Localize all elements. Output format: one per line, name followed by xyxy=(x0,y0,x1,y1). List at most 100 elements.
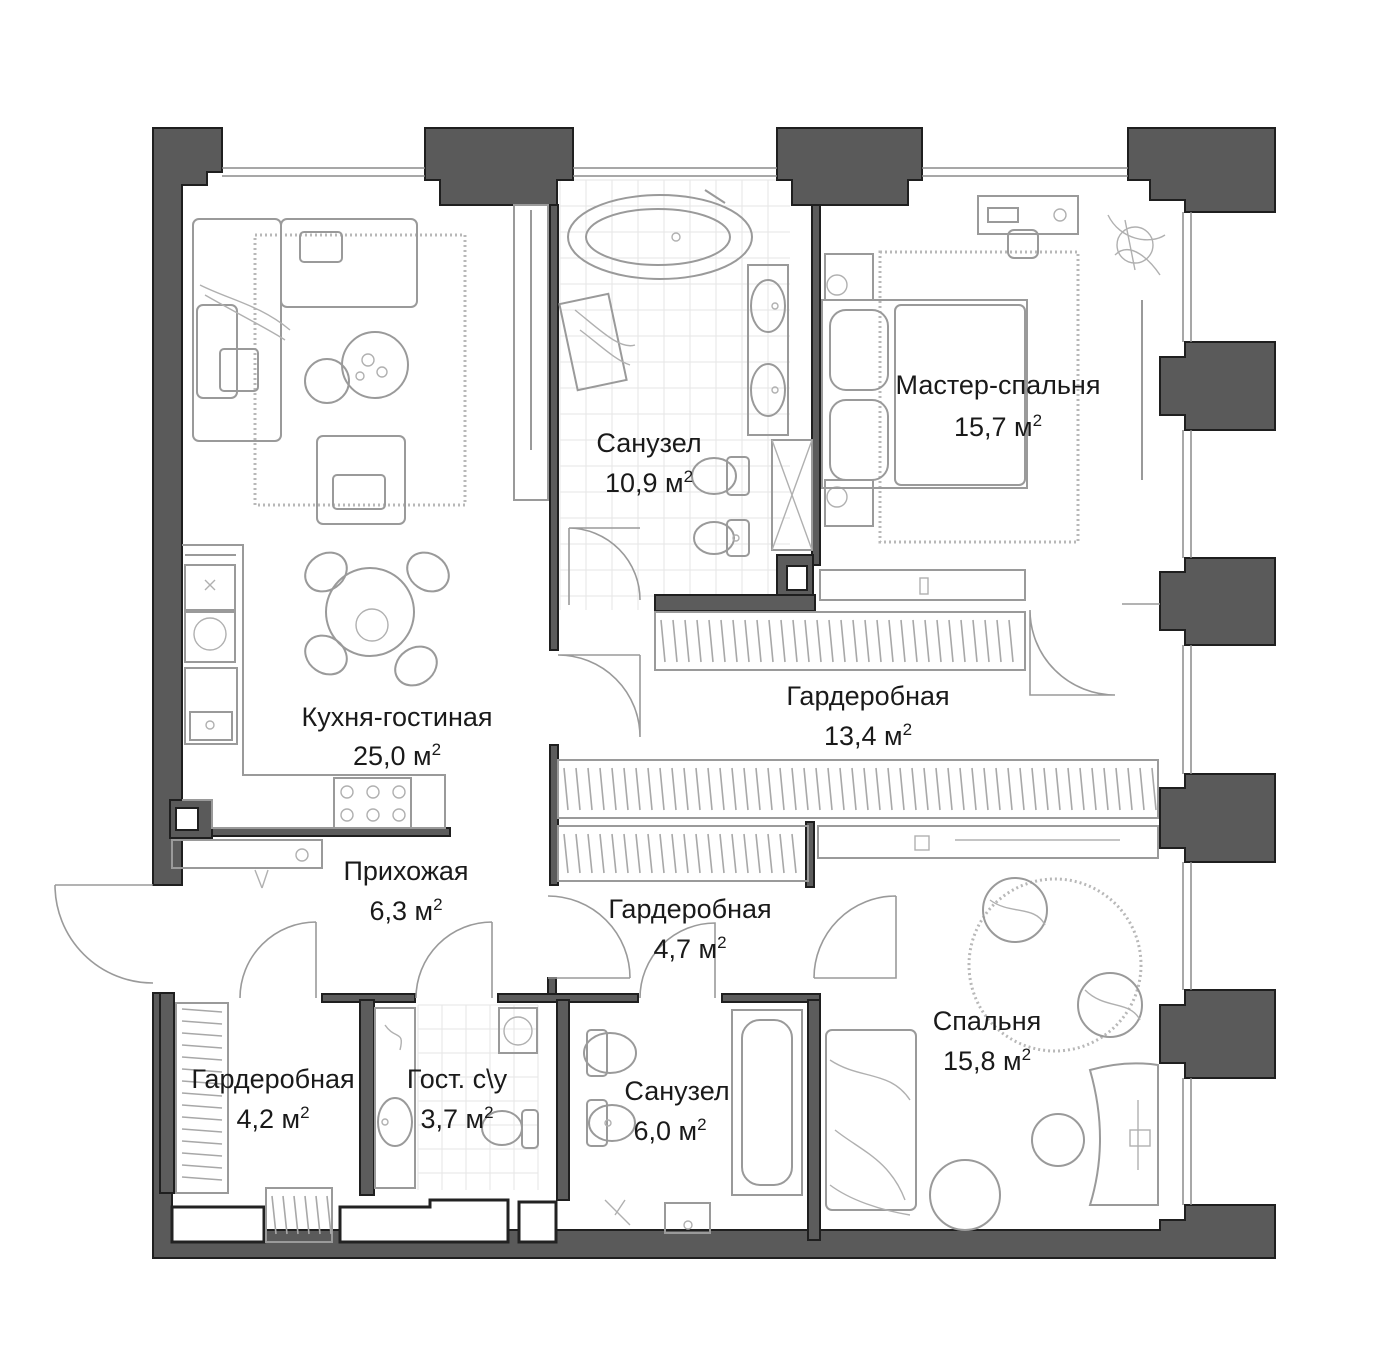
svg-text:15,7 м2: 15,7 м2 xyxy=(954,411,1042,442)
hanger-mark xyxy=(1103,767,1109,811)
hanger-mark xyxy=(756,619,762,663)
hanger-mark xyxy=(695,833,701,874)
hanger-mark xyxy=(803,767,809,811)
hanger-mark xyxy=(326,1195,332,1235)
room-name-wardrobe-large: Гардеробная xyxy=(786,681,949,711)
hanger-mark xyxy=(876,619,882,663)
hanger-mark xyxy=(852,619,858,663)
hanger-mark xyxy=(780,619,786,663)
hanger-mark xyxy=(959,767,965,811)
hanger-mark xyxy=(271,1195,277,1235)
room-area-hallway: 6,3 м xyxy=(369,896,433,926)
hanger-mark xyxy=(659,833,665,874)
hanger-mark xyxy=(947,767,953,811)
hanger-mark xyxy=(181,1068,223,1073)
hanger-mark xyxy=(767,767,773,811)
hanger-mark xyxy=(888,619,894,663)
interior-walls xyxy=(159,204,821,1241)
hanger-mark xyxy=(1151,767,1157,811)
hanger-mark xyxy=(815,767,821,811)
hanger-mark xyxy=(315,1195,321,1235)
hallway-furniture xyxy=(171,839,323,889)
svg-text:3,7 м2: 3,7 м2 xyxy=(420,1103,493,1134)
hanger-mark xyxy=(659,767,665,811)
hanger-mark xyxy=(1019,767,1025,811)
hanger-mark xyxy=(181,1080,223,1085)
hanger-mark xyxy=(683,833,689,874)
hanger-mark xyxy=(181,1152,223,1157)
hanger-mark xyxy=(743,833,749,874)
hanger-mark xyxy=(599,833,605,874)
hanger-mark xyxy=(181,1128,223,1133)
living-furniture xyxy=(182,218,467,829)
hanger-mark xyxy=(948,619,954,663)
hanger-mark xyxy=(707,767,713,811)
hanger-mark xyxy=(575,833,581,874)
room-area-guest-wc: 3,7 м xyxy=(420,1104,484,1134)
svg-text:4,2 м2: 4,2 м2 xyxy=(236,1103,309,1134)
hanger-mark xyxy=(1067,767,1073,811)
hanger-mark xyxy=(696,619,702,663)
room-area-bathroom-master: 10,9 м xyxy=(605,468,684,498)
bedroom-furniture xyxy=(817,825,1159,1231)
wardrobe-racks xyxy=(175,204,1159,1243)
hanger-mark xyxy=(1079,767,1085,811)
hanger-mark xyxy=(611,833,617,874)
hanger-mark xyxy=(635,833,641,874)
hanger-mark xyxy=(719,833,725,874)
hanger-mark xyxy=(1055,767,1061,811)
room-area-kitchen-living: 25,0 м xyxy=(353,741,432,771)
svg-text:6,0 м2: 6,0 м2 xyxy=(633,1115,706,1146)
hanger-mark xyxy=(984,619,990,663)
doors xyxy=(54,527,1160,999)
hanger-mark xyxy=(1043,767,1049,811)
hanger-mark xyxy=(647,767,653,811)
hanger-mark xyxy=(900,619,906,663)
hanger-mark xyxy=(304,1195,310,1235)
hanger-mark xyxy=(563,767,569,811)
room-name-guest-wc: Гост. с\у xyxy=(407,1064,508,1094)
hanger-mark xyxy=(683,767,689,811)
hanger-mark xyxy=(181,1140,223,1145)
master-bedroom-furniture xyxy=(819,195,1166,601)
hanger-mark xyxy=(1091,767,1097,811)
hanger-mark xyxy=(1008,619,1014,663)
hanger-mark xyxy=(647,833,653,874)
hanger-mark xyxy=(719,767,725,811)
hanger-mark xyxy=(863,767,869,811)
hanger-mark xyxy=(708,619,714,663)
room-name-bathroom-small: Санузел xyxy=(624,1076,729,1106)
hanger-mark xyxy=(791,833,797,874)
hanger-mark xyxy=(792,619,798,663)
room-area-wardrobe-large: 13,4 м xyxy=(824,721,903,751)
hanger-mark xyxy=(660,619,666,663)
hanger-mark xyxy=(671,833,677,874)
hanger-mark xyxy=(181,1020,223,1025)
hanger-mark xyxy=(840,619,846,663)
svg-text:25,0 м2: 25,0 м2 xyxy=(353,740,441,771)
svg-text:13,4 м2: 13,4 м2 xyxy=(824,720,912,751)
hanger-mark xyxy=(707,833,713,874)
hanger-mark xyxy=(911,767,917,811)
hanger-mark xyxy=(816,619,822,663)
hanger-mark xyxy=(563,833,569,874)
hanger-mark xyxy=(996,619,1002,663)
hanger-mark xyxy=(828,619,834,663)
hanger-mark xyxy=(887,767,893,811)
svg-text:4,7 м2: 4,7 м2 xyxy=(653,933,726,964)
hanger-mark xyxy=(282,1195,288,1235)
hanger-mark xyxy=(1127,767,1133,811)
room-name-kitchen-living: Кухня-гостиная xyxy=(301,702,492,732)
hanger-mark xyxy=(181,1092,223,1097)
hanger-mark xyxy=(684,619,690,663)
hanger-mark xyxy=(623,833,629,874)
room-labels: Кухня-гостиная 25,0 м2 Санузел 10,9 м2 М… xyxy=(191,370,1100,1146)
svg-text:15,8 м2: 15,8 м2 xyxy=(943,1045,1031,1076)
hanger-mark xyxy=(181,1116,223,1121)
master-bath-fixtures xyxy=(558,189,813,557)
hanger-mark xyxy=(924,619,930,663)
room-area-wardrobe-middle: 4,7 м xyxy=(653,934,717,964)
hanger-mark xyxy=(635,767,641,811)
hanger-mark xyxy=(720,619,726,663)
